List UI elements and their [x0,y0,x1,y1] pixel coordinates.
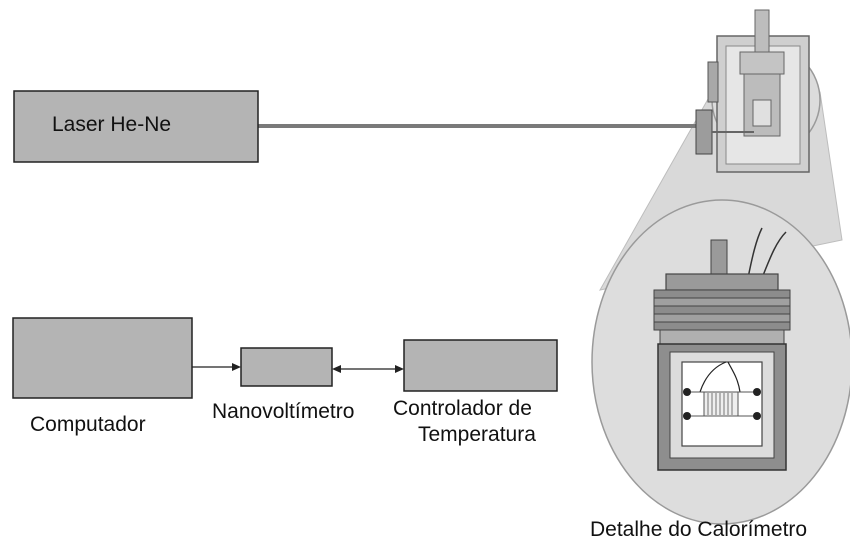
nanovoltmeter-to-controller-arrowhead-right [395,365,404,373]
calorimeter-detail-label: Detalhe do Calorímetro [590,518,808,541]
calorimeter-sample-coil [703,391,739,417]
calorimeter-small-side [707,61,719,103]
calorimeter-contact-2 [753,388,761,396]
calorimeter-collar [659,329,785,345]
calorimeter-small-rod [754,9,770,55]
calorimeter-small-window [695,109,713,155]
controller-label-line1: Controlador de [393,397,532,420]
calorimeter-small-cap [739,51,785,75]
calorimeter-inner-vessel [681,361,763,447]
laser-box [13,90,259,163]
calorimeter-wires-top [747,227,787,279]
calorimeter-contact-3 [683,412,691,420]
computer-label: Computador [30,413,146,436]
calorimeter-wires-inner [699,361,741,393]
computer-to-nanovoltmeter-arrowhead [232,363,241,371]
calorimeter-small [695,9,810,173]
laser-label: Laser He-Ne [52,113,172,136]
nanovoltmeter-label: Nanovoltímetro [212,400,355,423]
calorimeter-contact-4 [753,412,761,420]
temperature-controller-box [403,339,558,392]
controller-label-line2: Temperatura [418,423,536,446]
calorimeter-small-sample [752,99,772,127]
calorimeter-coil-lines [707,393,733,415]
calorimeter-detail [653,227,791,471]
calorimeter-lid-top [665,273,779,291]
nanovoltmeter-to-controller-arrowhead-left [332,365,341,373]
calorimeter-thread [653,289,791,331]
nanovoltmeter-box [240,347,333,387]
calorimeter-contact-1 [683,388,691,396]
computer-box [12,317,193,399]
